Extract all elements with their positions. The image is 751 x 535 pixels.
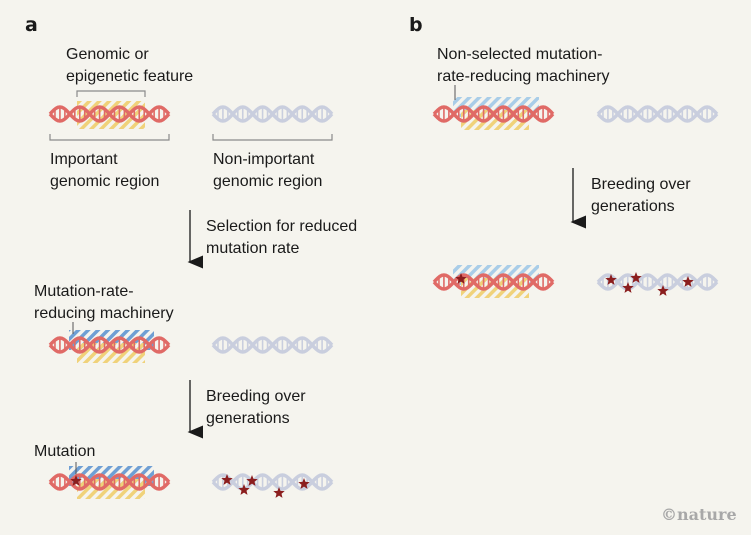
mutation-star <box>622 282 634 293</box>
nonimportant-dna <box>211 336 334 354</box>
mutation-star <box>455 273 467 284</box>
nonimportant-dna <box>596 105 719 123</box>
mutation-star <box>298 478 310 489</box>
dna-strand <box>596 273 719 291</box>
nonimportant-region-bracket <box>212 134 333 141</box>
important-region-label: Important genomic region <box>50 151 160 190</box>
nonselected-machinery-label: Non-selected mutation- rate-reducing mac… <box>437 46 610 85</box>
nonimportant-dna <box>596 273 719 291</box>
feature-label: Genomic or epigenetic feature <box>66 46 194 85</box>
dna-strand <box>432 105 555 123</box>
mutation-star <box>246 475 258 486</box>
dna-strand <box>211 473 334 491</box>
dna-strand <box>432 273 555 291</box>
nature-credit: ©nature <box>661 505 737 524</box>
dna-strand <box>596 105 719 123</box>
mutation-star <box>238 484 250 495</box>
dna-strand <box>211 105 334 123</box>
important-dna <box>48 105 171 123</box>
important-region-bracket <box>49 134 170 141</box>
dna-strand <box>48 473 171 491</box>
nonimportant-dna <box>211 473 334 491</box>
nonimportant-dna <box>211 105 334 123</box>
selection-step-label: Selection for reduced mutation rate <box>206 218 358 257</box>
panel-a-label: a <box>25 14 38 36</box>
breeding-step-label-a: Breeding over generations <box>206 388 306 427</box>
mutation-label: Mutation <box>34 443 96 460</box>
breeding-step-label-b: Breeding over generations <box>591 176 691 215</box>
important-dna <box>432 105 555 123</box>
dna-strand <box>211 336 334 354</box>
machinery-label: Mutation-rate- reducing machinery <box>34 283 174 322</box>
panel-b-label: b <box>409 14 423 36</box>
mutation-star <box>273 487 285 498</box>
mutation-star <box>70 475 82 486</box>
mutation-star <box>221 474 233 485</box>
important-dna <box>432 273 555 291</box>
dna-strand <box>48 336 171 354</box>
mutation-star <box>682 276 694 287</box>
feature-bracket <box>76 90 146 97</box>
mutation-star <box>657 285 669 296</box>
important-dna <box>48 336 171 354</box>
mutation-star <box>605 274 617 285</box>
important-dna <box>48 473 171 491</box>
nonimportant-region-label: Non-important genomic region <box>213 151 323 190</box>
dna-strand <box>48 105 171 123</box>
mutation-star <box>630 272 642 283</box>
